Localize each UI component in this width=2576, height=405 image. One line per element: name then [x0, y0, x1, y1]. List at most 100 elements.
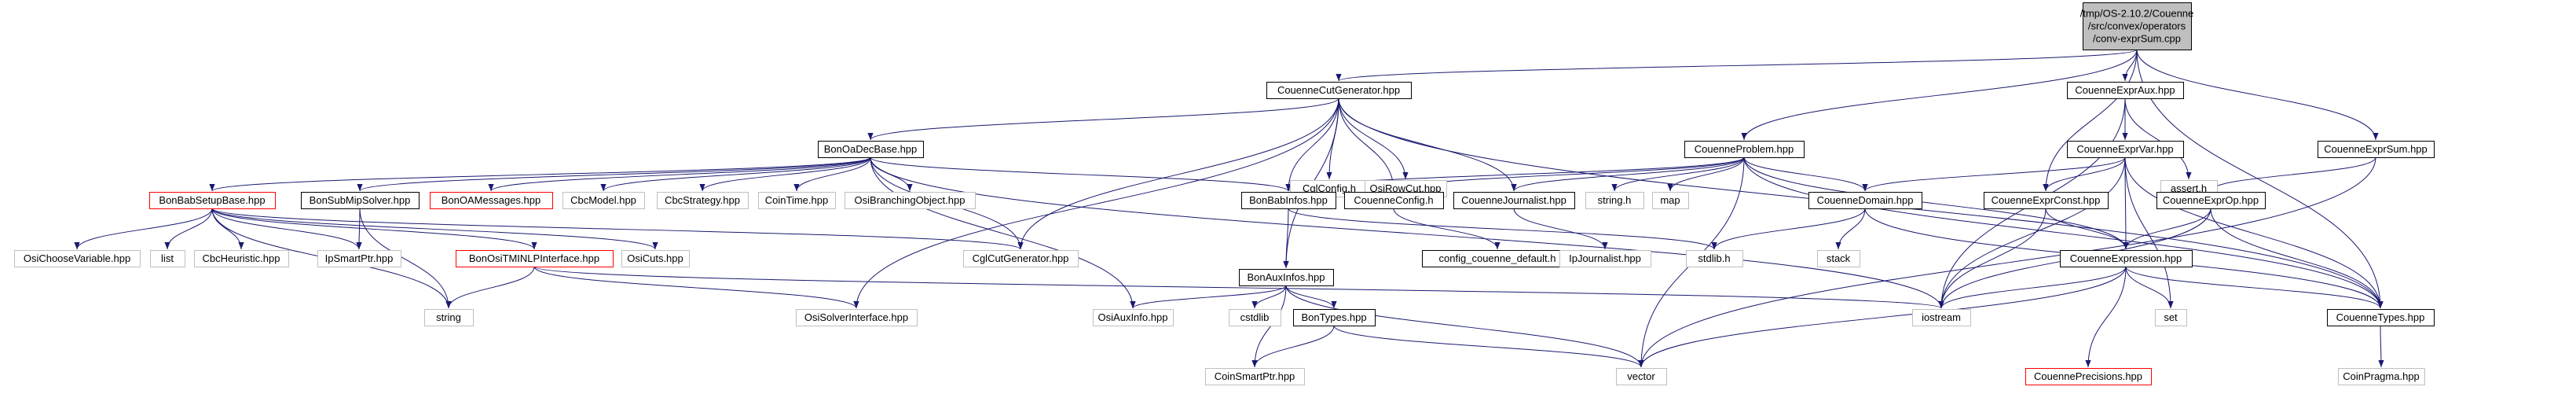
node-label: /tmp/OS-2.10.2/Couenne: [2080, 8, 2194, 20]
node-box: [1984, 192, 2109, 209]
node-box: [758, 192, 836, 209]
node-couenneprecisions[interactable]: CouennePrecisions.hpp: [2025, 368, 2152, 385]
edge-bonbabsetupbase-to-osicuts: [211, 208, 658, 250]
node-couennecutgenerator[interactable]: CouenneCutGenerator.hpp: [1266, 82, 1412, 99]
edge-bonbabinfos-to-bonauxinfos: [1283, 208, 1289, 269]
node-couenneexpraux[interactable]: CouenneExprAux.hpp: [2067, 82, 2184, 99]
edge-bonauxinfos-to-coinsmartptr: [1251, 285, 1287, 368]
edge-couenneexprop-to-couenneexpression: [2123, 208, 2211, 250]
node-box: [796, 309, 918, 326]
node-bonbabsetupbase[interactable]: BonBabSetupBase.hpp: [149, 192, 276, 209]
node-label: OsiChooseVariable.hpp: [24, 252, 130, 264]
node-label: CglCutGenerator.hpp: [973, 252, 1069, 264]
node-config-couenne-default[interactable]: config_couenne_default.h: [1422, 250, 1574, 267]
edge-bonositminlpinterface-to-string: [445, 266, 535, 309]
node-label: OsiAuxInfo.hpp: [1098, 311, 1168, 323]
node-label: CbcModel.hpp: [570, 194, 636, 206]
node-osibranchingobject: OsiBranchingObject.hpp: [845, 192, 976, 209]
edge-couenneexprsum-to-couenneexprop: [2208, 156, 2376, 192]
node-couenneexprvar[interactable]: CouenneExprVar.hpp: [2067, 141, 2184, 158]
node-bonoadecbase[interactable]: BonOaDecBase.hpp: [818, 141, 924, 158]
node-box: [2318, 141, 2435, 158]
node-label: CouenneExprAux.hpp: [2075, 84, 2175, 96]
node-box: [621, 250, 690, 267]
node-label: CouenneTypes.hpp: [2336, 311, 2425, 323]
node-label: BonSubMipSolver.hpp: [310, 194, 411, 206]
node-string: string: [424, 309, 474, 326]
edge-couennejournalist-to-ipjournalist: [1513, 208, 1608, 250]
node-label: config_couenne_default.h: [1439, 252, 1556, 264]
node-label: CbcHeuristic.hpp: [203, 252, 280, 264]
node-couennejournalist[interactable]: CouenneJournalist.hpp: [1453, 192, 1575, 209]
node-label: stdlib.h: [1698, 252, 1730, 264]
edge-bonositminlpinterface-to-osisolverinterface: [533, 266, 859, 309]
edge-bonbabsetupbase-to-list: [164, 208, 213, 250]
edge-couenneexpression-to-couenneprecisions: [2085, 266, 2127, 368]
node-box: [2067, 82, 2184, 99]
node-box: [2327, 309, 2435, 326]
node-couenneconfig[interactable]: CouenneConfig.h: [1344, 192, 1444, 209]
edge-bonoadecbase-to-cointime: [793, 156, 871, 192]
node-couenneexprconst[interactable]: CouenneExprConst.hpp: [1984, 192, 2109, 209]
node-couenneexprop[interactable]: CouenneExprOp.hpp: [2156, 192, 2266, 209]
node-ipsmartptr: IpSmartPtr.hpp: [317, 250, 401, 267]
node-box: [424, 309, 474, 326]
node-couenneexprsum[interactable]: CouenneExprSum.hpp: [2318, 141, 2435, 158]
node-cbcstrategy: CbcStrategy.hpp: [657, 192, 749, 209]
edge-couennecutgenerator-to-bonbabinfos: [1285, 98, 1339, 192]
node-bonauxinfos[interactable]: BonAuxInfos.hpp: [1239, 269, 1334, 286]
node-osichoosevariable: OsiChooseVariable.hpp: [14, 250, 141, 267]
edge-bonoadecbase-to-osiauxinfo: [870, 156, 1136, 309]
node-label: BonOsiTMINLPInterface.hpp: [469, 252, 599, 264]
node-label: iostream: [1922, 311, 1961, 323]
edge-bonbabsetupbase-to-cglcutgenerator: [211, 208, 1024, 250]
node-bontypes[interactable]: BonTypes.hpp: [1293, 309, 1376, 326]
node-couennedomain[interactable]: CouenneDomain.hpp: [1808, 192, 1922, 209]
node-label: CoinTime.hpp: [765, 194, 828, 206]
edge-couennecutgenerator-to-couenneconfig: [1338, 98, 1397, 192]
node-label: stack: [1827, 252, 1851, 264]
edge-bonsubmipsolver-to-ipsmartptr: [356, 208, 362, 250]
node-coinpragma: CoinPragma.hpp: [2338, 368, 2425, 385]
node-label: CouenneExpression.hpp: [2070, 252, 2182, 264]
edge-couenneexpression-to-set: [2125, 266, 2174, 309]
node-couenneexpression[interactable]: CouenneExpression.hpp: [2060, 250, 2193, 267]
edge-bonoadecbase-to-bonbabsetupbase: [209, 156, 871, 192]
node-bonsubmipsolver[interactable]: BonSubMipSolver.hpp: [301, 192, 420, 209]
edge-couenneproblem-to-stringh: [1611, 156, 1745, 192]
edge-root-to-couenneproblem: [1741, 49, 2138, 141]
node-label: CouenneExprVar.hpp: [2076, 143, 2173, 155]
node-bonbabinfos[interactable]: BonBabInfos.hpp: [1241, 192, 1336, 209]
edge-bonauxinfos-to-bontypes: [1285, 285, 1337, 309]
edge-couenneexprconst-to-iostream: [1938, 208, 2047, 309]
edge-bontypes-to-coinsmartptr: [1251, 325, 1335, 368]
node-label: CouenneCutGenerator.hpp: [1277, 84, 1400, 96]
node-label: assert.h: [2171, 182, 2207, 194]
edge-couennecutgenerator-to-osirowcut: [1338, 98, 1409, 180]
node-couennetypes[interactable]: CouenneTypes.hpp: [2327, 309, 2435, 326]
node-label: CoinPragma.hpp: [2343, 370, 2420, 382]
node-label: OsiRowCut.hpp: [1369, 182, 1441, 194]
node-label: CouenneExprSum.hpp: [2324, 143, 2428, 155]
node-box: [1205, 368, 1305, 385]
edge-couenneproblem-to-couenneexpression: [1743, 156, 2129, 250]
node-box: [2060, 250, 2193, 267]
edge-couenneexprvar-to-couennetypes: [2124, 156, 2384, 309]
node-box: [963, 250, 1079, 267]
node-box: [1585, 192, 1644, 209]
node-osiauxinfo: OsiAuxInfo.hpp: [1093, 309, 1174, 326]
node-bonoamessages[interactable]: BonOAMessages.hpp: [430, 192, 553, 209]
edge-bonoadecbase-to-bonoamessages: [488, 156, 871, 192]
node-label: vector: [1627, 370, 1655, 382]
node-couenneproblem[interactable]: CouenneProblem.hpp: [1684, 141, 1805, 158]
edge-couenneexpression-to-vector: [1638, 266, 2127, 368]
edge-couennecutgenerator-to-couennejournalist: [1338, 98, 1517, 192]
edge-couennedomain-to-stack: [1835, 208, 1866, 250]
node-label: set: [2164, 311, 2178, 323]
node-ipjournalist: IpJournalist.hpp: [1559, 250, 1651, 267]
node-layer: /tmp/OS-2.10.2/Couenne/src/convex/operat…: [14, 2, 2435, 385]
node-root[interactable]: /tmp/OS-2.10.2/Couenne/src/convex/operat…: [2080, 2, 2194, 50]
node-box: [1344, 192, 1444, 209]
node-bonositminlpinterface[interactable]: BonOsiTMINLPInterface.hpp: [456, 250, 614, 267]
